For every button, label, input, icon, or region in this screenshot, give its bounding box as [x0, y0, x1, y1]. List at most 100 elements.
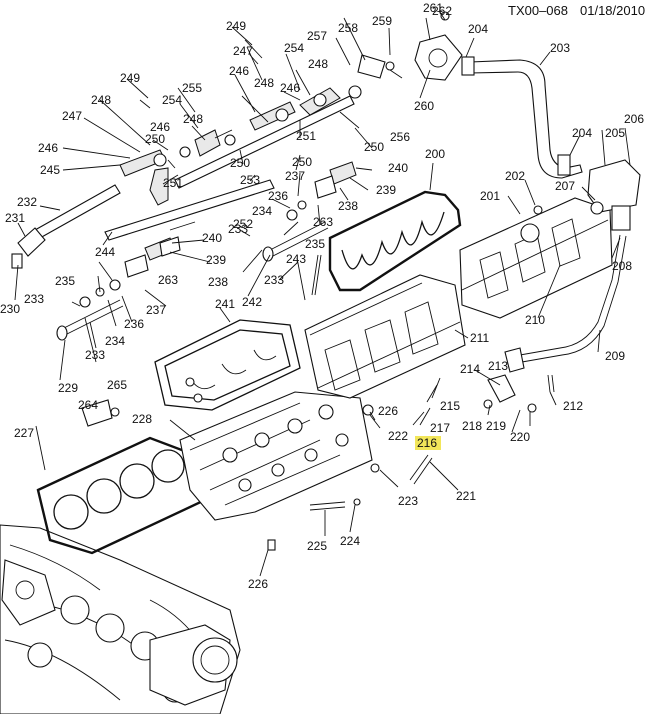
callout-213[interactable]: 213	[488, 359, 508, 373]
callout-236a[interactable]: 236	[124, 317, 144, 331]
callout-212[interactable]: 212	[563, 399, 583, 413]
callout-241[interactable]: 241	[215, 297, 235, 311]
callout-226b[interactable]: 226	[248, 577, 268, 591]
callout-256[interactable]: 256	[390, 130, 410, 144]
callout-248c[interactable]: 248	[254, 76, 274, 90]
callout-244[interactable]: 244	[95, 245, 115, 259]
callout-259[interactable]: 259	[372, 14, 392, 28]
callout-246a[interactable]: 246	[38, 141, 58, 155]
callout-250d[interactable]: 250	[364, 140, 384, 154]
callout-249b[interactable]: 249	[226, 19, 246, 33]
callout-214[interactable]: 214	[460, 362, 480, 376]
callout-246c[interactable]: 246	[229, 64, 249, 78]
callout-236b[interactable]: 236	[268, 189, 288, 203]
engine-block	[0, 524, 241, 714]
callout-262[interactable]: 262	[432, 4, 452, 18]
callout-233a[interactable]: 233	[24, 292, 44, 306]
leader-lines	[14, 11, 631, 577]
callout-200[interactable]: 200	[425, 147, 445, 161]
callout-238a[interactable]: 238	[208, 275, 228, 289]
egr-valve-housing	[587, 159, 641, 231]
callout-203[interactable]: 203	[550, 41, 570, 55]
callout-239a[interactable]: 239	[206, 253, 226, 267]
callout-234b[interactable]: 234	[252, 204, 272, 218]
callout-205[interactable]: 205	[605, 126, 625, 140]
callout-224[interactable]: 224	[340, 534, 360, 548]
callout-235a[interactable]: 235	[55, 274, 75, 288]
callout-248a[interactable]: 248	[91, 93, 111, 107]
callout-221[interactable]: 221	[456, 489, 476, 503]
callout-263b[interactable]: 263	[313, 215, 333, 229]
callout-239b[interactable]: 239	[376, 183, 396, 197]
callout-204a[interactable]: 204	[468, 22, 488, 36]
callout-233d[interactable]: 233	[264, 273, 284, 287]
callout-209[interactable]: 209	[605, 349, 625, 363]
callout-254b[interactable]: 254	[284, 41, 304, 55]
callout-207[interactable]: 207	[555, 179, 575, 193]
callout-218[interactable]: 218	[462, 419, 482, 433]
callout-246d[interactable]: 246	[280, 81, 300, 95]
callout-227[interactable]: 227	[14, 426, 34, 440]
bolts	[81, 11, 555, 551]
callout-222[interactable]: 222	[388, 429, 408, 443]
callout-264[interactable]: 264	[78, 398, 98, 412]
callout-233c[interactable]: 233	[228, 222, 248, 236]
callout-223[interactable]: 223	[398, 494, 418, 508]
callout-265[interactable]: 265	[107, 378, 127, 392]
callout-240b[interactable]: 240	[388, 161, 408, 175]
callout-237b[interactable]: 237	[285, 169, 305, 183]
callout-230[interactable]: 230	[0, 302, 20, 316]
callout-251a[interactable]: 251	[163, 176, 183, 190]
callout-231[interactable]: 231	[5, 211, 25, 225]
callout-235b[interactable]: 235	[305, 237, 325, 251]
callout-245[interactable]: 245	[40, 163, 60, 177]
callout-204b[interactable]: 204	[572, 126, 592, 140]
callout-247b[interactable]: 247	[233, 44, 253, 58]
callout-219[interactable]: 219	[486, 419, 506, 433]
callout-243[interactable]: 243	[286, 252, 306, 266]
callout-210[interactable]: 210	[525, 313, 545, 327]
upper-hose	[461, 56, 583, 179]
callout-252[interactable]: 252	[233, 217, 253, 231]
callout-226a[interactable]: 226	[378, 404, 398, 418]
callout-208[interactable]: 208	[612, 259, 632, 273]
callout-255[interactable]: 255	[182, 81, 202, 95]
callout-202[interactable]: 202	[505, 169, 525, 183]
callout-253[interactable]: 253	[240, 173, 260, 187]
callout-257[interactable]: 257	[307, 29, 327, 43]
callout-237a[interactable]: 237	[146, 303, 166, 317]
callout-248d[interactable]: 248	[308, 57, 328, 71]
callout-240a[interactable]: 240	[202, 231, 222, 245]
callout-229[interactable]: 229	[58, 381, 78, 395]
callout-261[interactable]: 261	[423, 1, 443, 15]
rocker-shafts	[11, 95, 355, 269]
callout-234a[interactable]: 234	[105, 334, 125, 348]
callout-215[interactable]: 215	[440, 399, 460, 413]
callout-228[interactable]: 228	[132, 412, 152, 426]
callout-254a[interactable]: 254	[162, 93, 182, 107]
head-gasket	[36, 436, 207, 555]
callout-247a[interactable]: 247	[62, 109, 82, 123]
callout-249a[interactable]: 249	[120, 71, 140, 85]
callout-216[interactable]: 216	[417, 436, 437, 450]
callout-250c[interactable]: 250	[292, 155, 312, 169]
callout-250b[interactable]: 250	[230, 156, 250, 170]
callout-242[interactable]: 242	[242, 295, 262, 309]
callout-250a[interactable]: 250	[145, 132, 165, 146]
callout-211[interactable]: 211	[470, 331, 489, 345]
callout-251b[interactable]: 251	[296, 129, 316, 143]
callout-258[interactable]: 258	[338, 21, 358, 35]
callout-233b[interactable]: 233	[85, 348, 105, 362]
callout-232[interactable]: 232	[17, 195, 37, 209]
callout-238b[interactable]: 238	[338, 199, 358, 213]
callout-206[interactable]: 206	[624, 112, 644, 126]
callout-246b[interactable]: 246	[150, 120, 170, 134]
callout-220[interactable]: 220	[510, 430, 530, 444]
callout-248b[interactable]: 248	[183, 112, 203, 126]
callout-201[interactable]: 201	[480, 189, 500, 203]
callout-260[interactable]: 260	[414, 99, 434, 113]
callout-263a[interactable]: 263	[158, 273, 178, 287]
callout-225[interactable]: 225	[307, 539, 327, 553]
callout-217[interactable]: 217	[430, 421, 450, 435]
